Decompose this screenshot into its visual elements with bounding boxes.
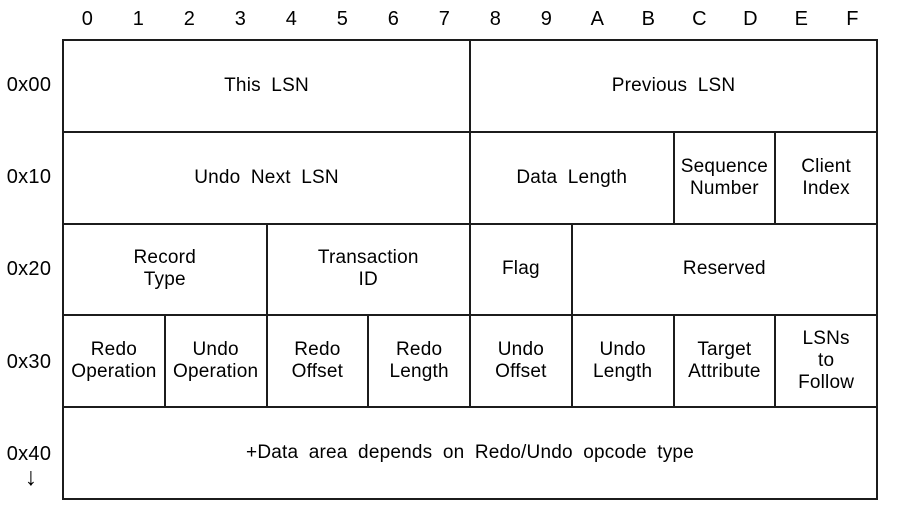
record-structure-grid: This LSN Previous LSN Undo Next LSN Data… [62,39,878,500]
field-undo-next-lsn: Undo Next LSN [63,131,470,224]
column-header: C [692,8,707,30]
column-header: 5 [336,8,349,30]
column-header: 9 [540,8,553,30]
field-data-area: +Data area depends on Redo/Undo opcode t… [63,407,877,499]
field-redo-offset: Redo Offset [266,315,369,408]
row-offset-label: 0x10 [6,165,52,188]
field-data-length: Data Length [470,131,674,224]
field-this-lsn: This LSN [63,40,470,132]
field-target-attribute: Target Attribute [673,315,776,408]
field-sequence-number: Sequence Number [673,131,776,224]
field-lsns-to-follow: LSNs to Follow [775,315,877,408]
column-header: 2 [183,8,196,30]
field-undo-offset: Undo Offset [470,315,572,408]
column-header: 1 [132,8,145,30]
field-flag: Flag [470,223,572,316]
column-header: 0 [81,8,94,30]
column-header: F [846,8,859,30]
field-reserved: Reserved [571,223,877,316]
row-offset-label: 0x00 [6,73,52,96]
column-header: A [590,8,605,30]
field-undo-operation: Undo Operation [164,315,267,408]
column-header: E [794,8,809,30]
field-previous-lsn: Previous LSN [470,40,877,132]
field-client-index: Client Index [775,131,877,224]
row-offset-label: 0x30 [6,350,52,373]
column-header: 6 [387,8,400,30]
field-undo-length: Undo Length [571,315,674,408]
field-redo-length: Redo Length [368,315,470,408]
down-arrow-icon: ↓ [24,463,38,491]
column-header-row: 0 1 2 3 4 5 6 7 8 9 A B C D E F [62,4,878,34]
field-redo-operation: Redo Operation [63,315,165,408]
column-header: B [641,8,656,30]
column-header: 4 [285,8,298,30]
column-header: 3 [234,8,247,30]
field-transaction-id: Transaction ID [266,223,470,316]
column-header: 7 [438,8,451,30]
row-offset-label: 0x40 [6,442,52,465]
column-header: D [743,8,758,30]
column-header: 8 [489,8,502,30]
row-offset-label: 0x20 [6,257,52,280]
field-record-type: Record Type [63,223,267,316]
